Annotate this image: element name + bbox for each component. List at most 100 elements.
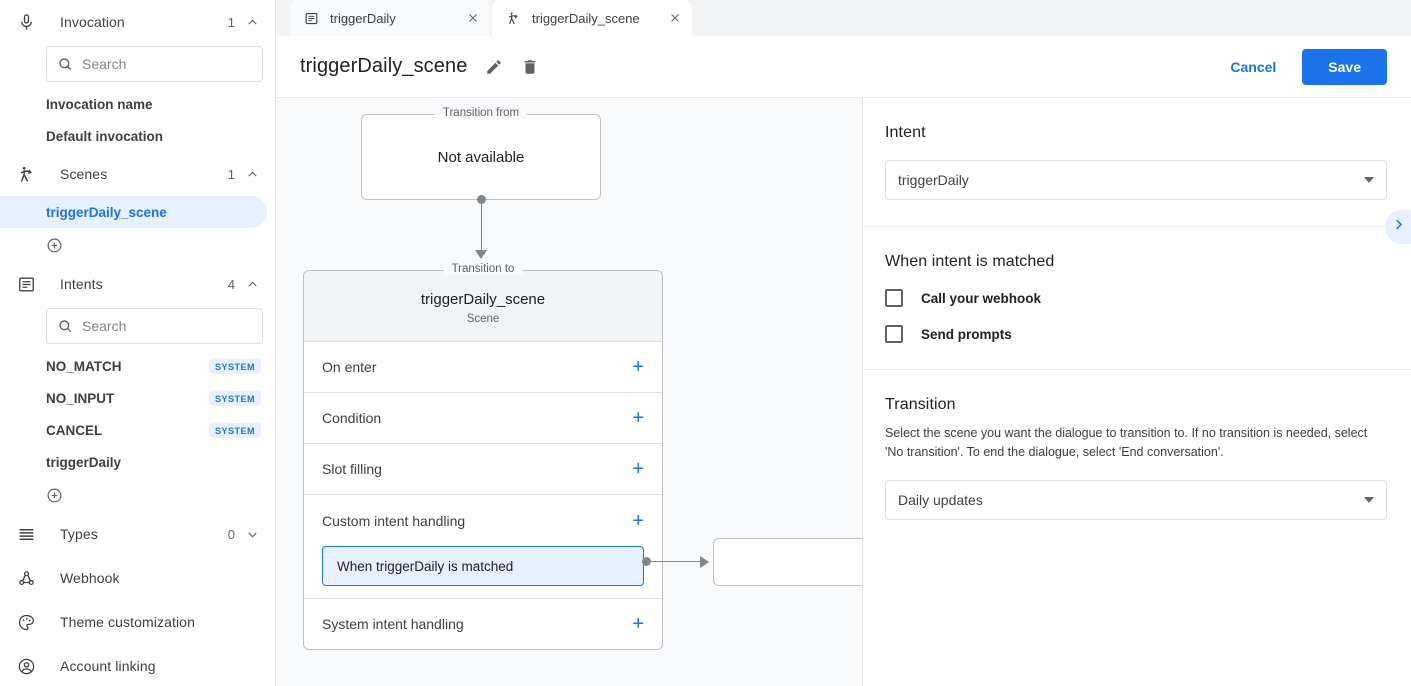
trash-icon[interactable] [521, 58, 539, 76]
chevron-up-icon[interactable] [245, 15, 259, 29]
scene-graph-canvas[interactable]: Transition from Not available Transition… [276, 98, 862, 686]
sidebar-item-account-linking[interactable]: Account linking [0, 644, 275, 686]
intents-search-input[interactable] [82, 318, 252, 334]
chevron-down-icon[interactable] [245, 527, 259, 541]
status-badge: SYSTEM [208, 422, 261, 438]
sidebar-item-label: Invocation name [46, 96, 153, 112]
sidebar-section-scenes[interactable]: Scenes 1 [0, 152, 275, 196]
panel-expand-button[interactable] [1385, 210, 1411, 244]
intent-select[interactable]: triggerDaily [885, 160, 1387, 200]
transition-from-card[interactable]: Transition from Not available [361, 107, 601, 200]
add-custom-intent-button[interactable]: + [632, 509, 644, 532]
scene-row-system-intent-handling[interactable]: System intent handling + [304, 598, 662, 649]
search-icon [57, 56, 73, 72]
sidebar-section-label: Intents [60, 276, 103, 292]
sidebar-section-intents[interactable]: Intents 4 [0, 262, 275, 306]
transition-to-card[interactable]: Transition to triggerDaily_scene Scene O… [303, 263, 663, 650]
chevron-down-icon [1364, 496, 1374, 503]
invocation-search-input[interactable] [82, 56, 252, 72]
tab-triggerdaily[interactable]: triggerDaily [290, 0, 490, 36]
checkbox-send-prompts[interactable] [885, 325, 903, 343]
main-area: triggerDaily triggerDaily_scene [276, 0, 1411, 686]
sidebar-item-invocation-name[interactable]: Invocation name [0, 88, 275, 120]
add-scene-button[interactable] [0, 228, 275, 262]
sidebar-item-default-invocation[interactable]: Default invocation [0, 120, 275, 152]
status-badge: SYSTEM [208, 358, 261, 374]
sidebar-section-count: 1 [227, 14, 235, 30]
chevron-up-icon[interactable] [245, 277, 259, 291]
sidebar-section-invocation[interactable]: Invocation 1 [0, 0, 275, 44]
chevron-down-icon [1364, 177, 1374, 183]
sidebar-item-no-input[interactable]: NO_INPUT SYSTEM [0, 382, 275, 414]
page-title: triggerDaily_scene [300, 55, 468, 77]
scene-row-label: On enter [322, 359, 377, 375]
custom-intent-handler-label: When triggerDaily is matched [337, 558, 514, 574]
intents-search-box[interactable] [46, 308, 263, 344]
chevron-up-icon[interactable] [245, 167, 259, 181]
custom-intent-handler-chip[interactable]: When triggerDaily is matched [322, 546, 644, 586]
microphone-icon [14, 10, 38, 34]
sidebar-item-label: triggerDaily_scene [46, 204, 167, 220]
tab-triggerdaily-scene[interactable]: triggerDaily_scene [492, 0, 692, 36]
sidebar-item-label: CANCEL [46, 422, 103, 438]
close-icon[interactable] [668, 11, 682, 25]
sidebar-item-label: NO_INPUT [46, 390, 115, 406]
transition-description: Select the scene you want the dialogue t… [885, 426, 1368, 459]
transition-select[interactable]: Daily updates [885, 479, 1387, 520]
scene-row-label: Condition [322, 410, 382, 426]
sidebar-item-label: Webhook [60, 570, 120, 586]
transition-to-legend: Transition to [443, 263, 523, 275]
transition-section: Transition Select the scene you want the… [863, 370, 1411, 546]
scene-row-on-enter[interactable]: On enter + [304, 341, 662, 392]
transition-from-value: Not available [437, 148, 525, 166]
search-icon [57, 318, 73, 334]
palette-icon [14, 610, 38, 634]
scene-card-subtitle: Scene [466, 313, 500, 325]
add-slot-filling-button[interactable]: + [632, 458, 644, 480]
add-system-intent-button[interactable]: + [632, 613, 644, 635]
checkbox-call-your-webhook[interactable] [885, 289, 903, 307]
intents-list-icon [14, 272, 38, 296]
intents-search-wrap [0, 306, 275, 350]
add-condition-button[interactable]: + [632, 407, 644, 429]
checkbox-row-send-prompts[interactable]: Send prompts [885, 325, 1387, 343]
when-intent-matched-section: When intent is matched Call your webhook… [863, 227, 1411, 370]
sidebar-item-label: NO_MATCH [46, 358, 122, 374]
sidebar-item-webhook[interactable]: Webhook [0, 556, 275, 600]
scene-card-head: triggerDaily_scene Scene [304, 271, 662, 341]
invocation-search-box[interactable] [46, 46, 263, 82]
chevron-right-icon [1391, 217, 1406, 237]
scene-row-condition[interactable]: Condition + [304, 392, 662, 443]
add-on-enter-button[interactable]: + [632, 356, 644, 378]
sidebar-section-count: 0 [227, 526, 235, 542]
add-intent-button[interactable] [0, 478, 275, 512]
sidebar-item-no-match[interactable]: NO_MATCH SYSTEM [0, 350, 275, 382]
sidebar-section-types[interactable]: Types 0 [0, 512, 275, 556]
sidebar-item-cancel[interactable]: CANCEL SYSTEM [0, 414, 275, 446]
close-icon[interactable] [466, 11, 480, 25]
sidebar-section-label: Scenes [60, 166, 108, 182]
scene-row-slot-filling[interactable]: Slot filling + [304, 443, 662, 494]
save-button[interactable]: Save [1302, 48, 1387, 85]
connector-dot [642, 557, 651, 566]
plus-circle-icon [46, 487, 63, 504]
intent-select-value: triggerDaily [898, 172, 969, 188]
transition-select-value: Daily updates [898, 491, 983, 508]
pencil-icon[interactable] [485, 58, 503, 76]
transition-target-card[interactable]: Tr Dail [713, 538, 862, 586]
scene-row-label: Slot filling [322, 461, 382, 477]
left-sidebar: Invocation 1 Invocation name Default inv… [0, 0, 276, 686]
sidebar-item-theme-customization[interactable]: Theme customization [0, 600, 275, 644]
scene-card-title: triggerDaily_scene [420, 291, 546, 308]
cancel-button[interactable]: Cancel [1216, 50, 1290, 84]
page-header: triggerDaily_scene Cancel Save [276, 36, 1411, 98]
sidebar-section-label: Types [60, 526, 98, 542]
intent-icon [304, 11, 319, 26]
sidebar-item-triggerdaily-scene[interactable]: triggerDaily_scene [0, 196, 267, 228]
intent-heading: Intent [885, 124, 926, 141]
transition-from-legend: Transition from [434, 107, 528, 119]
scene-row-custom-intent-handling[interactable]: Custom intent handling + [304, 495, 662, 546]
sidebar-item-triggerdaily[interactable]: triggerDaily [0, 446, 275, 478]
checkbox-row-call-your-webhook[interactable]: Call your webhook [885, 289, 1387, 307]
transition-target-value: Dail [714, 539, 862, 585]
